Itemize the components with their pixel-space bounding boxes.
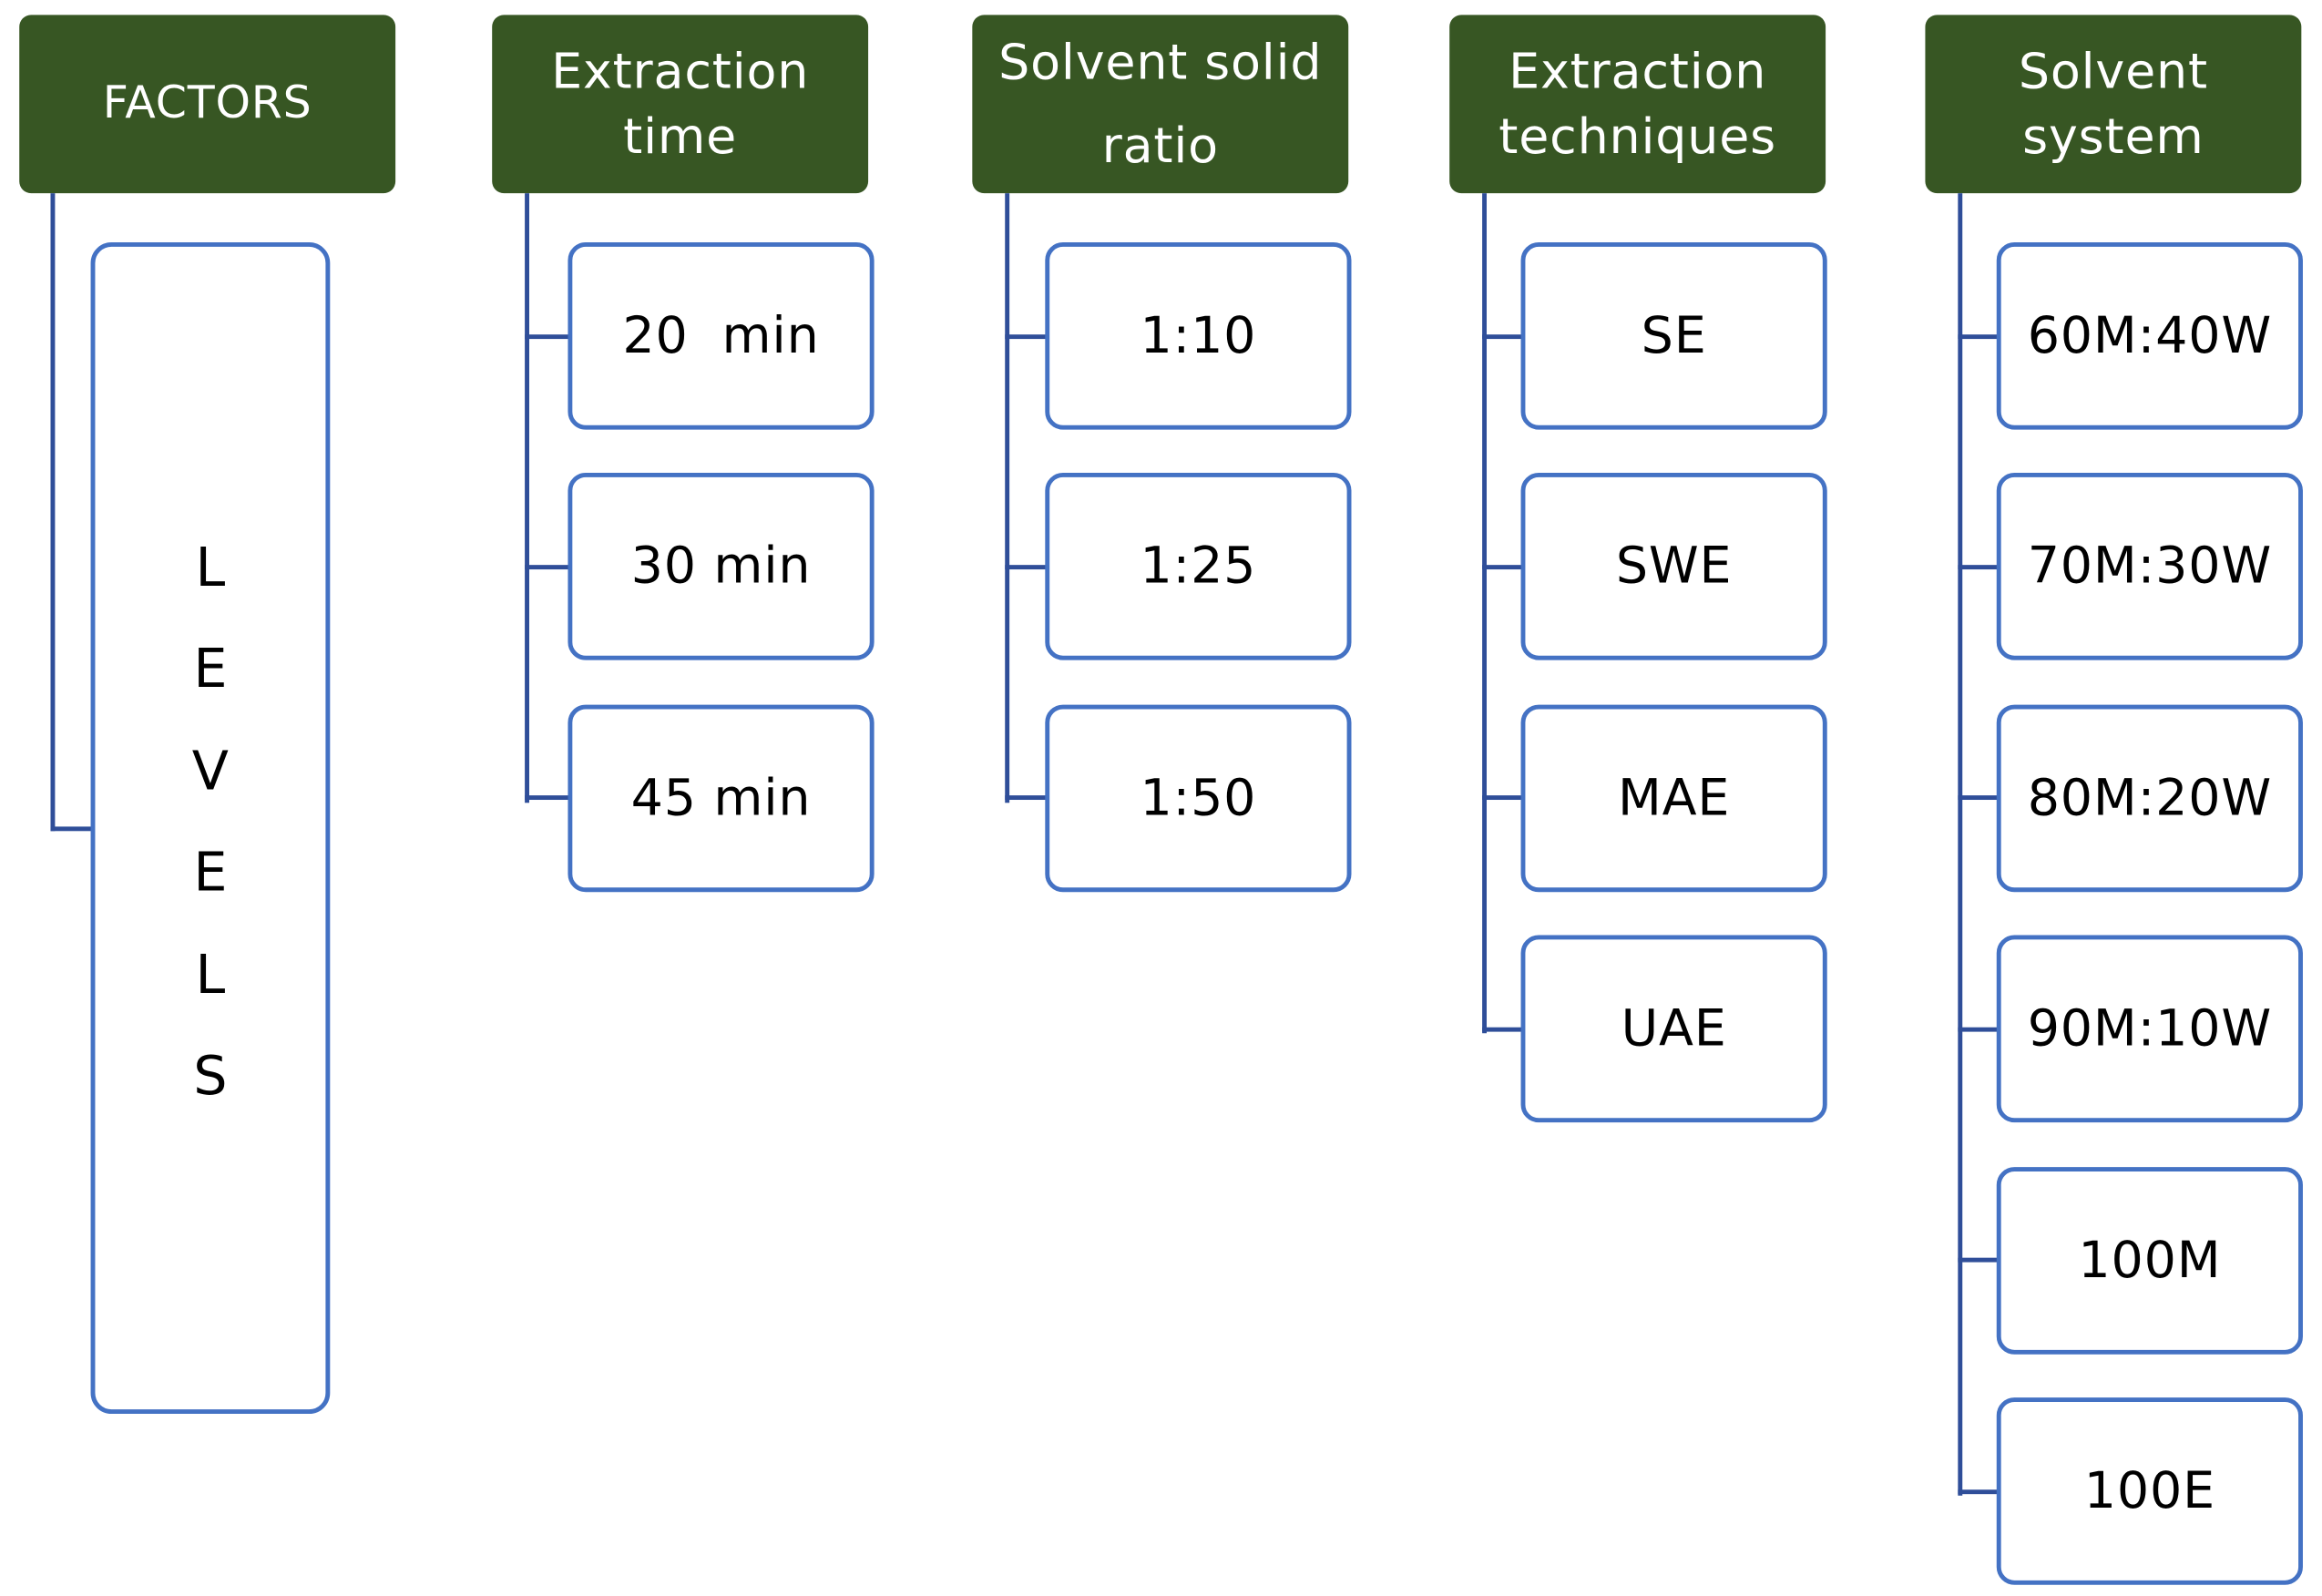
level-box: 60M:40W bbox=[1996, 242, 2303, 430]
factor-header-line: Extraction bbox=[551, 42, 810, 101]
level-connector bbox=[1958, 1027, 1999, 1032]
level-box: 1:10 bbox=[1045, 242, 1352, 430]
level-connector bbox=[1958, 333, 1999, 339]
factors-header: FACTORS bbox=[19, 15, 396, 194]
level-box: 45 min bbox=[568, 704, 875, 892]
level-box: UAE bbox=[1520, 935, 1827, 1123]
levels-letter: L bbox=[195, 537, 226, 599]
level-box: 90M:10W bbox=[1996, 935, 2303, 1123]
factor-header-line: techniques bbox=[1499, 107, 1777, 166]
level-connector bbox=[1482, 1027, 1523, 1032]
level-connector bbox=[525, 564, 570, 569]
level-box: 20 min bbox=[568, 242, 875, 430]
factor-connector-vertical bbox=[1005, 193, 1010, 803]
factors-connector-vertical bbox=[50, 193, 56, 832]
level-box: 80M:20W bbox=[1996, 704, 2303, 892]
factor-header: Solvent solid ratio bbox=[972, 15, 1349, 194]
level-connector bbox=[1005, 333, 1047, 339]
factor-header-line: time bbox=[623, 107, 738, 166]
level-box: 1:50 bbox=[1045, 704, 1352, 892]
levels-letter: S bbox=[193, 1046, 228, 1108]
level-connector bbox=[1958, 1489, 1999, 1494]
factor-header-line: ratio bbox=[1101, 116, 1219, 174]
level-connector bbox=[525, 795, 570, 801]
level-box: MAE bbox=[1520, 704, 1827, 892]
levels-letter: E bbox=[193, 843, 228, 905]
level-connector bbox=[1482, 333, 1523, 339]
levels-letter: E bbox=[193, 639, 228, 701]
level-connector bbox=[1958, 1257, 1999, 1263]
level-connector bbox=[525, 333, 570, 339]
level-connector bbox=[1958, 795, 1999, 801]
level-connector bbox=[1958, 564, 1999, 569]
level-box: 70M:30W bbox=[1996, 473, 2303, 661]
level-connector bbox=[1482, 564, 1523, 569]
factor-header: Extraction time bbox=[492, 15, 869, 194]
factor-header-line: Solvent solid bbox=[998, 33, 1323, 92]
factor-connector-vertical bbox=[1958, 193, 1963, 1496]
level-box: SWE bbox=[1520, 473, 1827, 661]
level-box: 100M bbox=[1996, 1166, 2303, 1355]
level-box: 30 min bbox=[568, 473, 875, 661]
levels-letter: L bbox=[195, 945, 226, 1007]
factor-connector-vertical bbox=[525, 193, 529, 803]
factor-header-line: system bbox=[2022, 107, 2204, 166]
factor-header-line: Solvent bbox=[2018, 42, 2208, 101]
level-box: SE bbox=[1520, 242, 1827, 430]
level-connector bbox=[1005, 795, 1047, 801]
level-box: 100E bbox=[1996, 1397, 2303, 1585]
factor-connector-vertical bbox=[1482, 193, 1487, 1034]
levels-letter: V bbox=[191, 742, 230, 803]
factors-header-label: FACTORS bbox=[102, 77, 312, 130]
factor-header: Solvent system bbox=[1925, 15, 2302, 194]
level-box: 1:25 bbox=[1045, 473, 1352, 661]
factor-header: Extraction techniques bbox=[1449, 15, 1826, 194]
level-connector bbox=[1005, 564, 1047, 569]
level-connector bbox=[1482, 795, 1523, 801]
factors-connector-horizontal bbox=[50, 826, 93, 832]
factor-header-line: Extraction bbox=[1509, 42, 1767, 101]
